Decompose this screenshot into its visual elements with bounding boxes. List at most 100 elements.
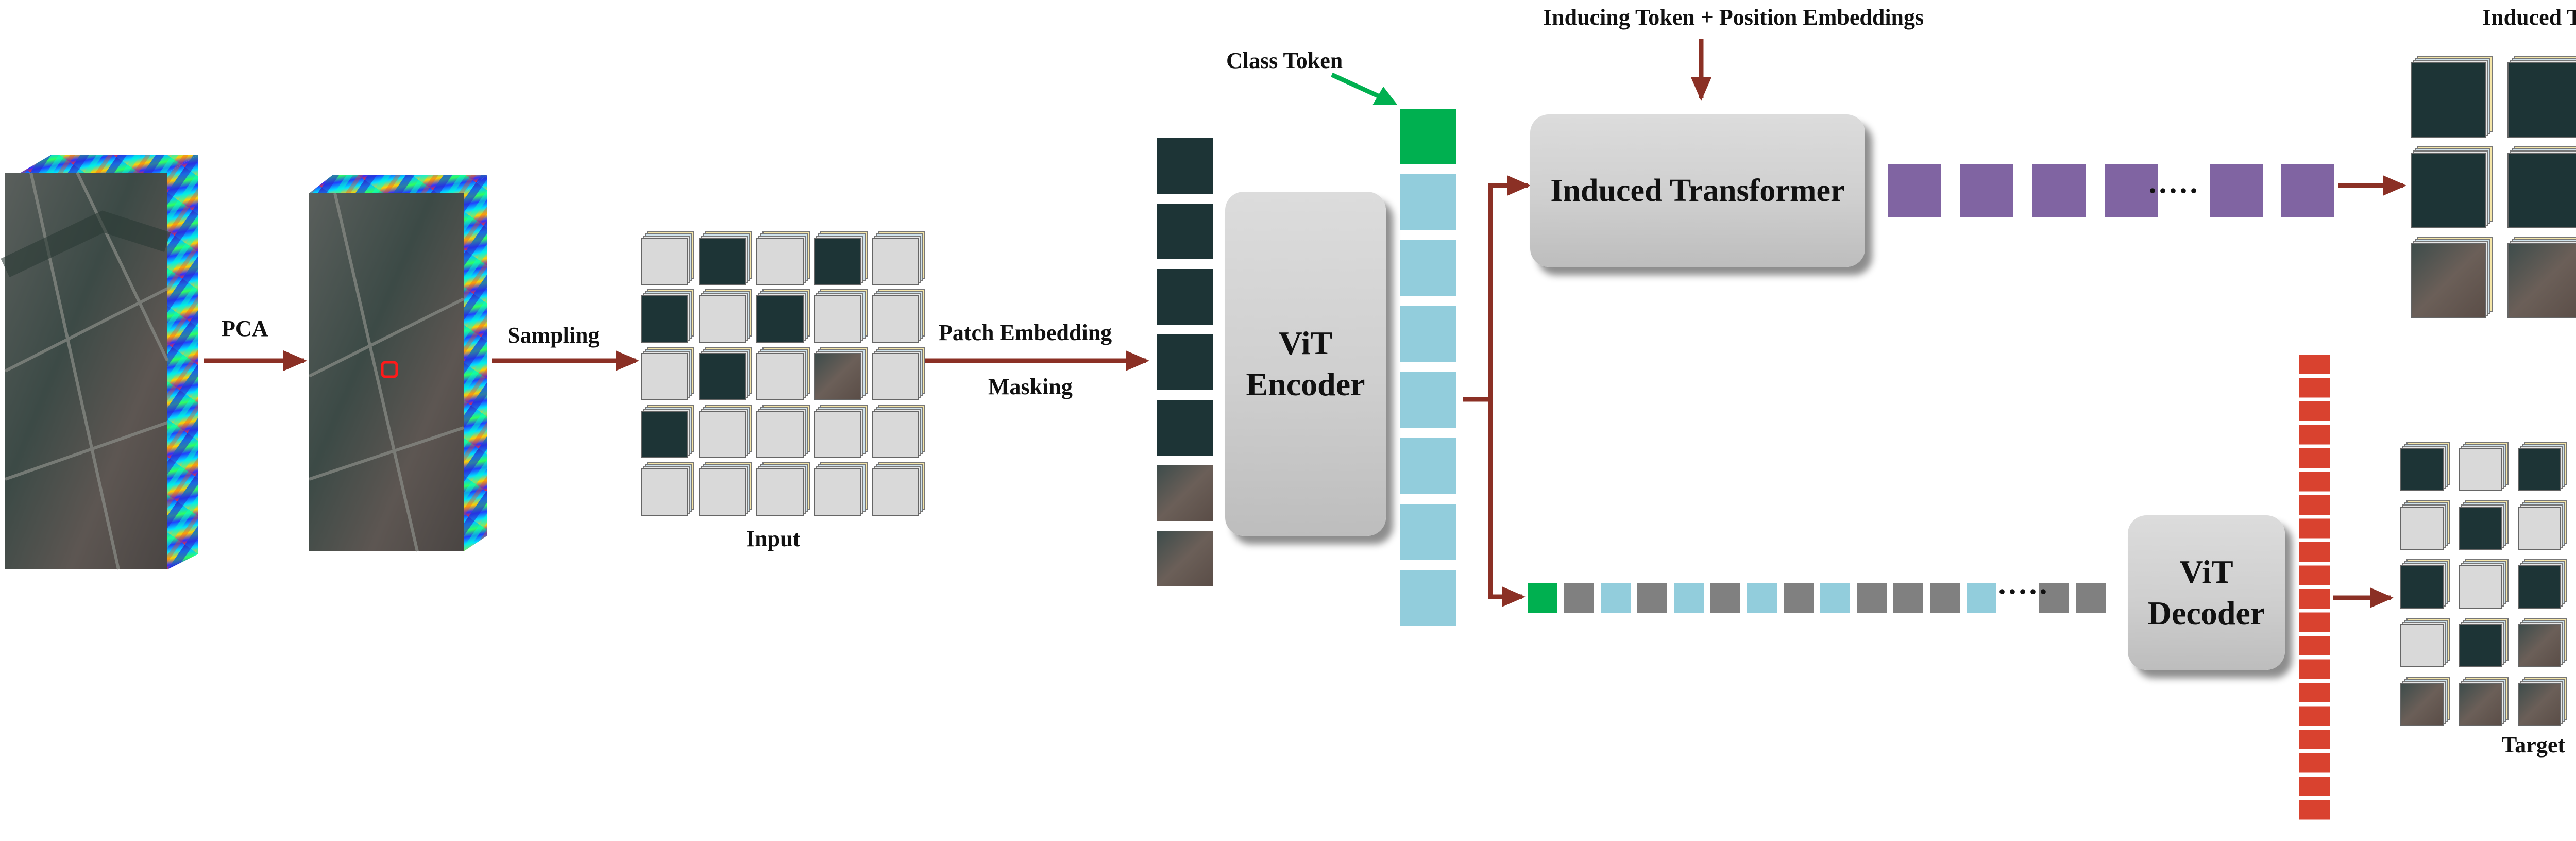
decoder-token [1564,583,1594,613]
input-patch-grid-tile [641,462,694,516]
target-grid-tile [2400,559,2450,609]
target-grid-tile [2400,442,2450,491]
vit-encoder-block: ViT Encoder [1225,192,1386,536]
decoder-token [1637,583,1667,613]
target-grid-tile [2459,500,2509,550]
embedding-token [1400,372,1456,428]
target-grid-tile [2518,442,2567,491]
input-patch-grid-tile [814,289,868,343]
decoder-output-token [2299,355,2330,374]
vit-decoder-block: ViT Decoder [2128,515,2285,670]
decoder-token [1528,583,1557,613]
decoder-output-token [2299,683,2330,702]
decoder-token [1930,583,1960,613]
decoder-token [1747,583,1777,613]
input-patch-grid-tile [814,405,868,458]
induced-target-label: Induced Target [2482,5,2576,30]
input-label: Input [746,526,801,551]
decoder-output-token [2299,636,2330,655]
induced-target-tile [2411,237,2493,318]
target-grid-tile [2459,559,2509,609]
decoder-token [1820,583,1850,613]
class-token-arrowhead [1372,87,1397,105]
patch-token [1157,269,1213,325]
input-patch-grid-tile [699,231,752,285]
induced-target-grid [2411,56,2576,318]
hyperspectral-cube [1,155,198,570]
inducing-token-label: Inducing Token + Position Embeddings [1543,5,1924,30]
decoder-token [1967,583,1996,613]
input-patch-grid-tile [756,347,810,400]
decoder-output-token [2299,589,2330,609]
embedding-token [1400,174,1456,230]
vit-encoder-subtitle: Encoder [1246,366,1365,402]
masking-label: Masking [988,374,1073,399]
embedding-token [1400,438,1456,494]
target-grid-tile [2400,618,2450,667]
decoder-output-token [2299,565,2330,585]
sampling-label: Sampling [507,323,600,348]
arrow-head [1126,350,1149,371]
induced-ellipsis: ····· [2147,174,2199,208]
decoder-token [1674,583,1704,613]
decoder-output-token [2299,401,2330,421]
input-patch-grid-tile [699,347,752,400]
arrow-head [1507,175,1531,196]
decoder-output-token [2299,706,2330,726]
decoder-token [1710,583,1740,613]
input-patch-grid-tile [641,347,694,400]
decoder-output-token [2299,472,2330,492]
pca-cube [308,175,487,552]
induced-token-row [1888,164,2334,217]
target-grid-tile [2518,500,2567,550]
input-patch-grid-tile [872,231,925,285]
input-patch-grid-tile [699,289,752,343]
patch-token [1157,204,1213,259]
arrow-head [1691,77,1711,101]
input-patch-grid-tile [756,231,810,285]
input-patch-grid-tile [699,405,752,458]
induced-token [2105,164,2158,217]
embedding-token [1400,570,1456,626]
class-token [1400,109,1456,164]
decoder-output-token [2299,777,2330,796]
input-patch-grid-tile [699,462,752,516]
patch-embedding-label: Patch Embedding [939,320,1112,345]
decoder-ellipsis: ····· [1997,575,2048,609]
target-grid-tile [2518,677,2567,726]
decoder-output-token [2299,518,2330,539]
decoder-token [2076,583,2106,613]
class-token-arrow [1331,72,1387,102]
induced-token [1888,164,1941,217]
vit-decoder-title: ViT [2179,553,2233,590]
decoder-output-token [2299,730,2330,749]
decoder-token [1893,583,1923,613]
patch-token [1157,334,1213,390]
vit-encoder-title: ViT [1278,325,1333,361]
patch-token [1157,400,1213,456]
input-patch-grid [641,231,925,516]
induced-target-tile [2507,56,2576,138]
input-patch-grid-tile [872,289,925,343]
induced-target-tile [2411,146,2493,228]
vit-decoder-subtitle: Decoder [2147,595,2265,631]
induced-transformer-block: Induced Transformer [1530,114,1865,267]
decoder-token-sequence [1528,583,2106,613]
input-patch-grid-tile [814,347,868,400]
target-grid-tile [2459,442,2509,491]
target-grid-tile [2518,559,2567,609]
decoder-output-token [2299,425,2330,445]
input-patch-grid-tile [872,347,925,400]
decoder-output-token [2299,542,2330,562]
decoder-output-token [2299,753,2330,773]
input-patch-grid-tile [641,231,694,285]
target-grid-tile [2400,677,2450,726]
decoder-token [2039,583,2069,613]
input-patch-grid-tile [814,462,868,516]
embedding-token [1400,306,1456,362]
decoder-token [1784,583,1814,613]
target-grid-tile [2518,618,2567,667]
induced-transformer-title: Induced Transformer [1550,173,1845,208]
arrow-head [616,350,639,371]
